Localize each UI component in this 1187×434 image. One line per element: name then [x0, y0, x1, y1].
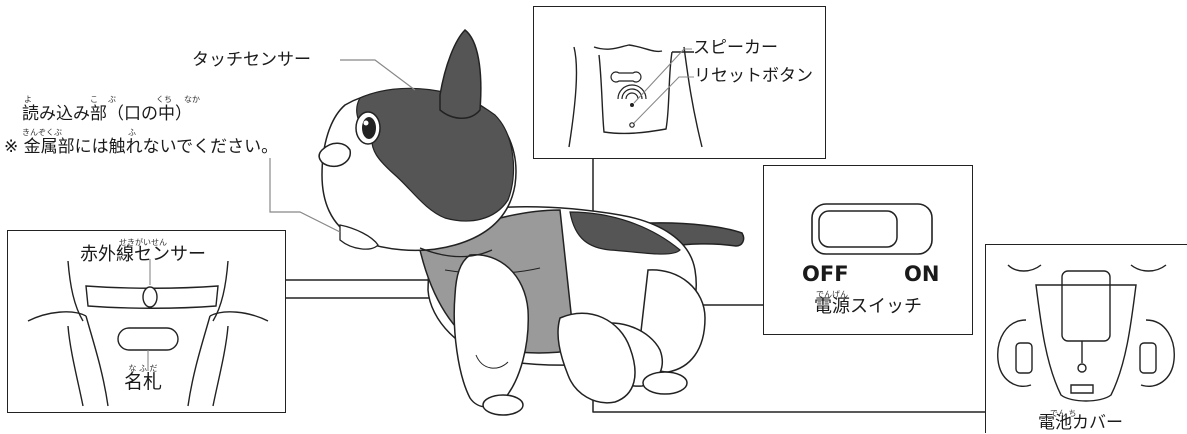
speaker-label: スピーカー	[693, 38, 778, 58]
infrared-sensor-label: 赤外線センサー	[80, 244, 206, 265]
leader-touch-sensor	[340, 59, 416, 91]
front-leg	[453, 254, 529, 408]
chest-detail-box: せきがいせん 赤外線センサー な ふ だ 名札	[7, 230, 286, 413]
ear-shape	[439, 29, 482, 119]
power-switch-box: OFF ON でんげん 電源スイッチ	[763, 165, 973, 335]
name-tag-label: 名札	[123, 371, 162, 393]
speaker-detail-box: スピーカー リセットボタン	[533, 6, 826, 159]
bone-icon	[610, 71, 642, 83]
switch-off-label: OFF	[802, 262, 849, 286]
battery-cover-drawing	[997, 264, 1175, 402]
reader-ruby: よ	[24, 95, 32, 104]
touch-sensor-label: タッチセンサー	[192, 50, 311, 70]
power-switch-ruby: でんげん	[816, 290, 848, 299]
speaker-detail-drawing	[568, 44, 703, 148]
battery-cover-ruby: でん ち	[1050, 409, 1077, 418]
name-tag-ruby: な ふ だ	[128, 364, 158, 373]
switch-on-label: ON	[904, 262, 940, 286]
back-patch	[569, 211, 681, 255]
infrared-ruby: せきがいせん	[119, 238, 167, 247]
chest-detail-drawing	[27, 259, 269, 407]
leader-reader	[269, 158, 341, 233]
reader-title: 読み込み部（口の中）	[22, 104, 192, 124]
battery-cover-box: でん ち 電池カバー	[985, 244, 1187, 433]
infrared-lens-icon	[142, 286, 158, 308]
speaker-waves-icon	[617, 84, 647, 100]
reset-button-label: リセットボタン	[694, 66, 813, 86]
power-switch-icon	[811, 203, 933, 255]
battery-cover-label: 電池カバー	[1038, 413, 1123, 433]
power-switch-label: 電源スイッチ	[814, 296, 922, 317]
reader-note: ※ 金属部には触れないでください。	[4, 137, 279, 157]
